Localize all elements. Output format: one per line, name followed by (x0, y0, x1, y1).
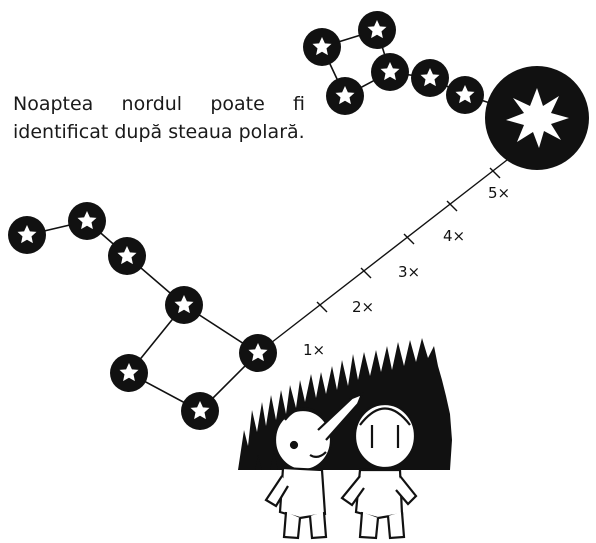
multiple-label-1: 1× (303, 341, 325, 359)
star-icon (446, 76, 484, 114)
multiple-label-3: 3× (398, 263, 420, 281)
multiple-label-2: 2× (352, 298, 374, 316)
star-icon (165, 286, 203, 324)
star-icon (110, 354, 148, 392)
big-dipper (8, 202, 277, 430)
star-icon (181, 392, 219, 430)
star-icon (108, 237, 146, 275)
star-icon (303, 28, 341, 66)
multiple-label-4: 4× (443, 227, 465, 245)
little-dipper (303, 11, 484, 115)
star-icon (358, 11, 396, 49)
star-icon (326, 77, 364, 115)
star-icon (68, 202, 106, 240)
star-icon (371, 53, 409, 91)
pointer-line (258, 160, 507, 353)
star-icon (239, 334, 277, 372)
polaris-star-icon (485, 66, 589, 170)
star-icon (8, 216, 46, 254)
multiple-label-5: 5× (488, 184, 510, 202)
star-icon (411, 59, 449, 97)
